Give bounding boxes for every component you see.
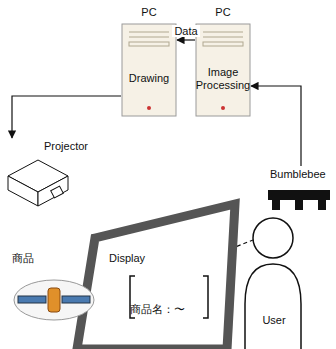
product-name: 商品名：〜: [130, 303, 210, 316]
display-label: Display: [109, 252, 169, 265]
user-figure: User: [243, 214, 309, 349]
edge-label: Data: [172, 25, 199, 37]
product-label: 商品: [12, 252, 52, 265]
camera-label: Bumblebee: [270, 168, 332, 181]
projector-label: Projector: [44, 140, 100, 153]
projector: Projector: [4, 138, 96, 208]
connector: [177, 39, 195, 40]
user-figure-outline: [243, 214, 309, 349]
display-frame-outline: [75, 200, 240, 349]
stereo-camera: Bumblebee: [266, 166, 332, 220]
user-label: User: [249, 314, 299, 327]
connector: [251, 86, 301, 166]
pc-tower-outline: [195, 4, 251, 118]
pc-tower-outline: [121, 4, 177, 118]
connector: [12, 96, 121, 138]
pc-function: Image Processing: [195, 66, 251, 91]
pc-heading: PC: [121, 6, 177, 19]
pc-function: Drawing: [121, 72, 177, 85]
product: 商品: [12, 252, 100, 324]
pc-tower: PC Image Processing: [195, 4, 251, 118]
pc-heading: PC: [195, 6, 251, 19]
pc-tower: PC Drawing: [121, 4, 177, 118]
display-frame: Display 商品名：〜: [75, 200, 240, 349]
